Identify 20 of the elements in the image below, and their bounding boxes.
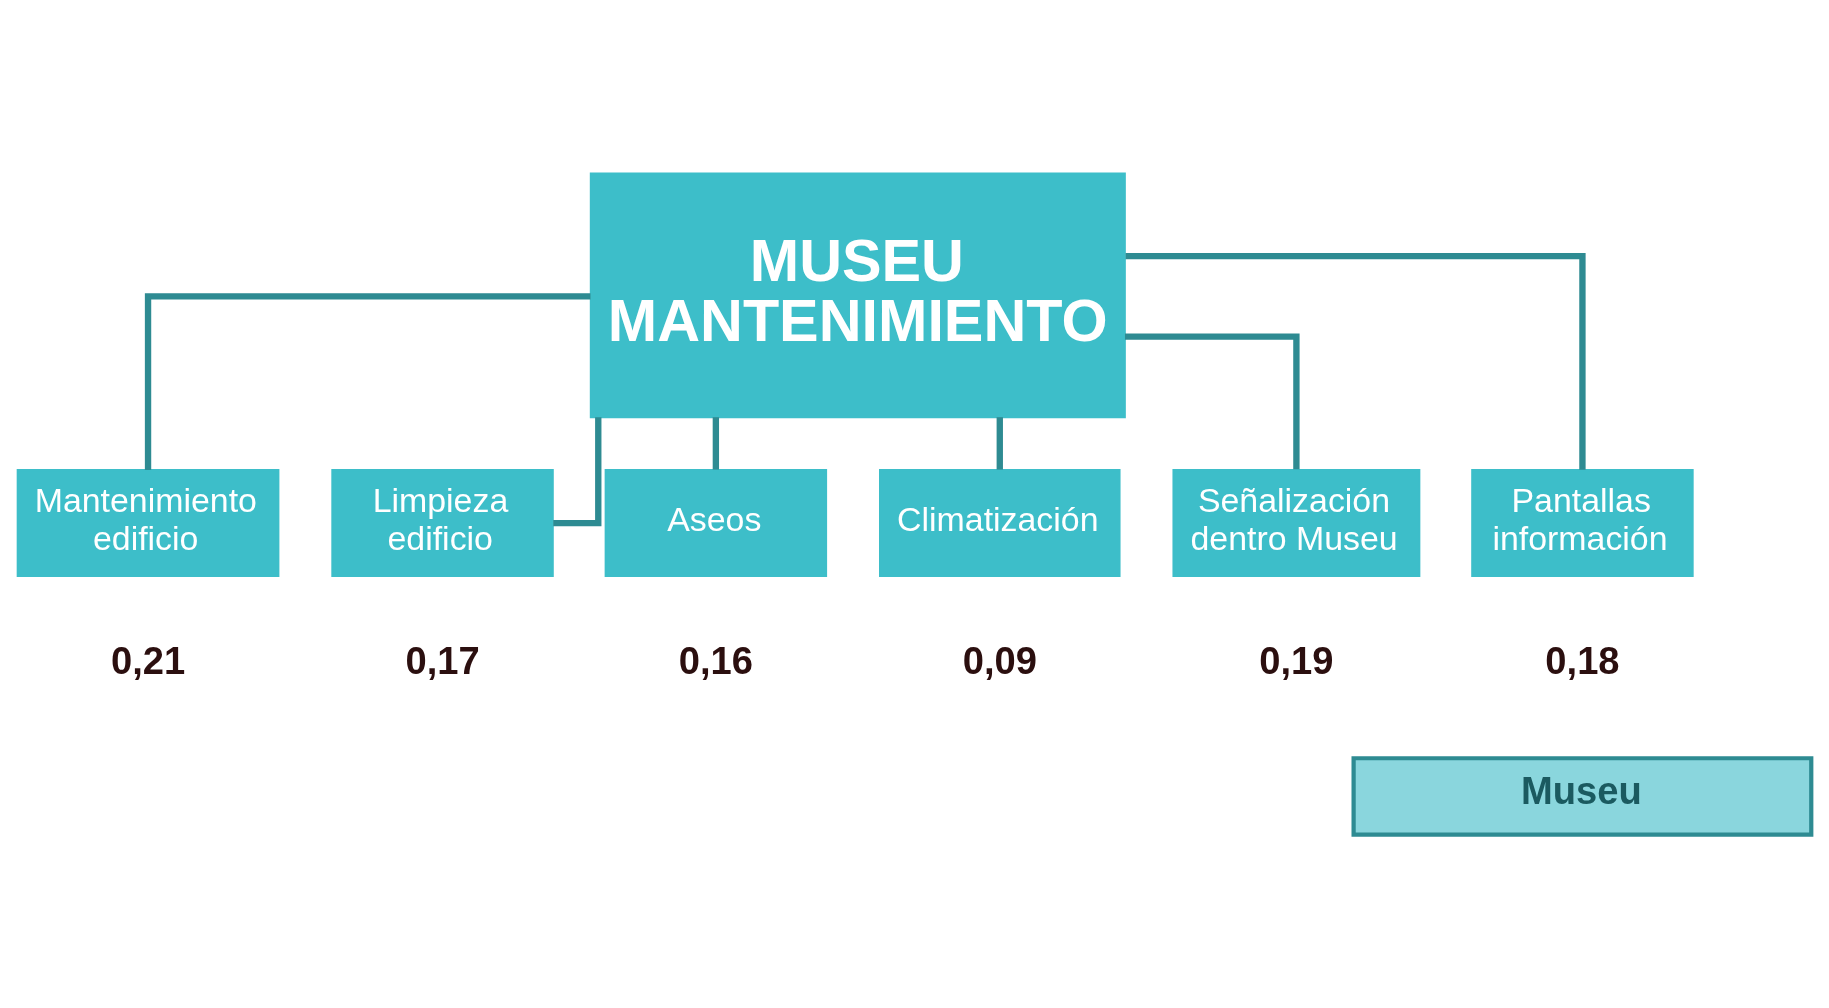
connector <box>144 293 591 470</box>
node-label: 0,17 <box>405 639 480 683</box>
node-box: Mantenimiento edificio <box>16 469 280 578</box>
label: Museu <box>1520 768 1642 812</box>
node-box: Limpieza edificio <box>331 469 554 578</box>
node-box: Aseos <box>604 469 828 578</box>
node-box: Señalización dentro Museu <box>1172 469 1421 578</box>
connector <box>1125 252 1586 470</box>
connector <box>712 417 720 470</box>
connector <box>996 417 1003 470</box>
node-box: Climatización <box>879 469 1121 578</box>
node-label: 0,21 <box>110 639 186 683</box>
node-box: MUSEU MANTENIMIENTO <box>589 172 1126 419</box>
node-label: 0,16 <box>678 639 753 683</box>
node-box: Pantallas información <box>1471 469 1694 578</box>
connector <box>1124 333 1300 470</box>
node-label: 0,19 <box>1259 639 1334 683</box>
node-label: 0,18 <box>1545 639 1620 683</box>
node-label: 0,09 <box>962 639 1037 683</box>
connector <box>553 417 602 527</box>
